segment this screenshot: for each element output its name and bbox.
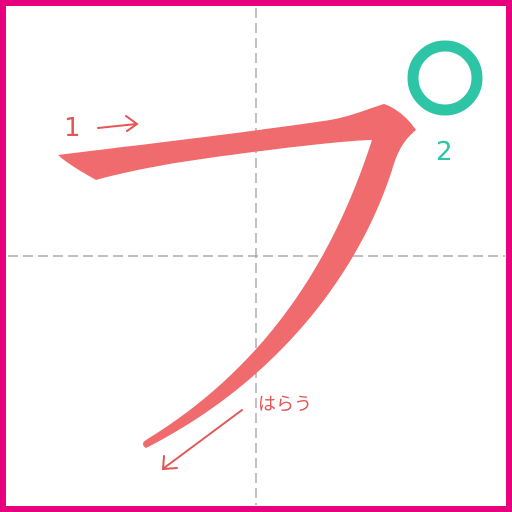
brush-stroke xyxy=(58,104,416,448)
stroke-number-1: 1 xyxy=(64,113,81,143)
arrow-down-left-icon xyxy=(161,409,243,471)
stroke-number-2: 2 xyxy=(436,137,453,167)
handakuten-circle xyxy=(407,40,483,116)
harau-label: はらう xyxy=(258,394,312,415)
arrow-right-icon xyxy=(97,115,139,132)
